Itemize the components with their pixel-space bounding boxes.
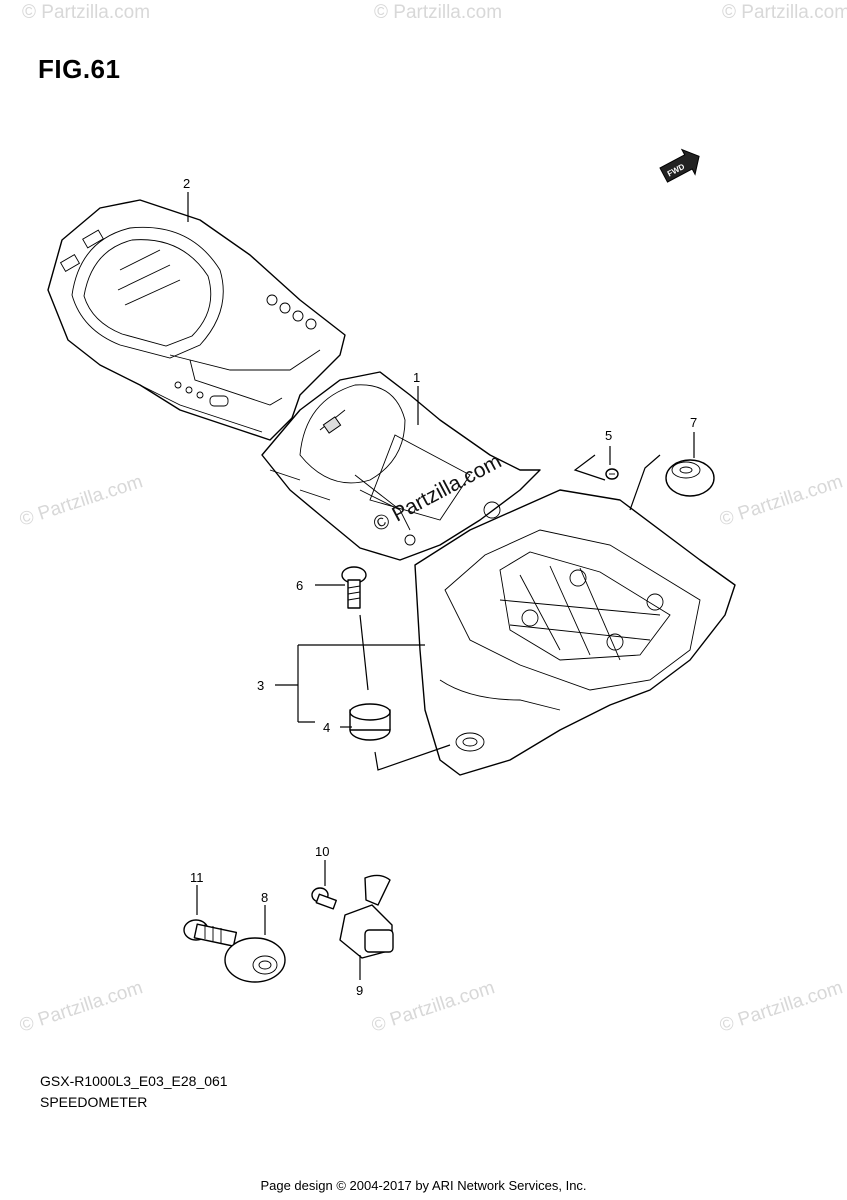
meter-assembly-part (261, 371, 541, 561)
part-callouts: 2 1 5 7 6 3 4 10 11 8 9 (183, 176, 697, 998)
callout-10: 10 (315, 844, 329, 859)
watermark: © Partzilla.com (17, 977, 145, 1037)
damper-part (224, 937, 286, 983)
callout-2: 2 (183, 176, 190, 191)
model-code: GSX-R1000L3_E03_E28_061 (40, 1073, 228, 1089)
case-grommet-part (349, 703, 391, 741)
callout-9: 9 (356, 983, 363, 998)
callout-11: 11 (190, 870, 204, 885)
watermark: © Partzilla.com (722, 2, 847, 23)
screw-part (605, 468, 619, 480)
fwd-arrow-icon: FWD (659, 148, 700, 183)
callout-4: 4 (323, 720, 330, 735)
meter-cover-part (47, 199, 346, 441)
callout-7: 7 (690, 415, 697, 430)
leader-lines (187, 192, 695, 980)
bolt-part (341, 566, 367, 609)
watermark: © Partzilla.com (369, 977, 497, 1037)
callout-6: 6 (296, 578, 303, 593)
callout-8: 8 (261, 890, 268, 905)
section-name: SPEEDOMETER (40, 1094, 148, 1110)
meter-case-part (414, 489, 736, 776)
mount-bolt-part (183, 919, 238, 947)
watermark: © Partzilla.com (17, 471, 145, 531)
grommet-part (665, 459, 715, 497)
watermark: © Partzilla.com (717, 471, 845, 531)
sensor-bolt-part (311, 887, 337, 910)
watermark: © Partzilla.com (717, 977, 845, 1037)
callout-1: 1 (413, 370, 420, 385)
watermark: © Partzilla.com (374, 2, 502, 23)
callout-3: 3 (257, 678, 264, 693)
sensor-part (339, 874, 394, 959)
page-footer: Page design © 2004-2017 by ARI Network S… (260, 1178, 587, 1193)
watermark: © Partzilla.com (22, 2, 150, 23)
callout-5: 5 (605, 428, 612, 443)
figure-title: FIG.61 (38, 54, 121, 84)
